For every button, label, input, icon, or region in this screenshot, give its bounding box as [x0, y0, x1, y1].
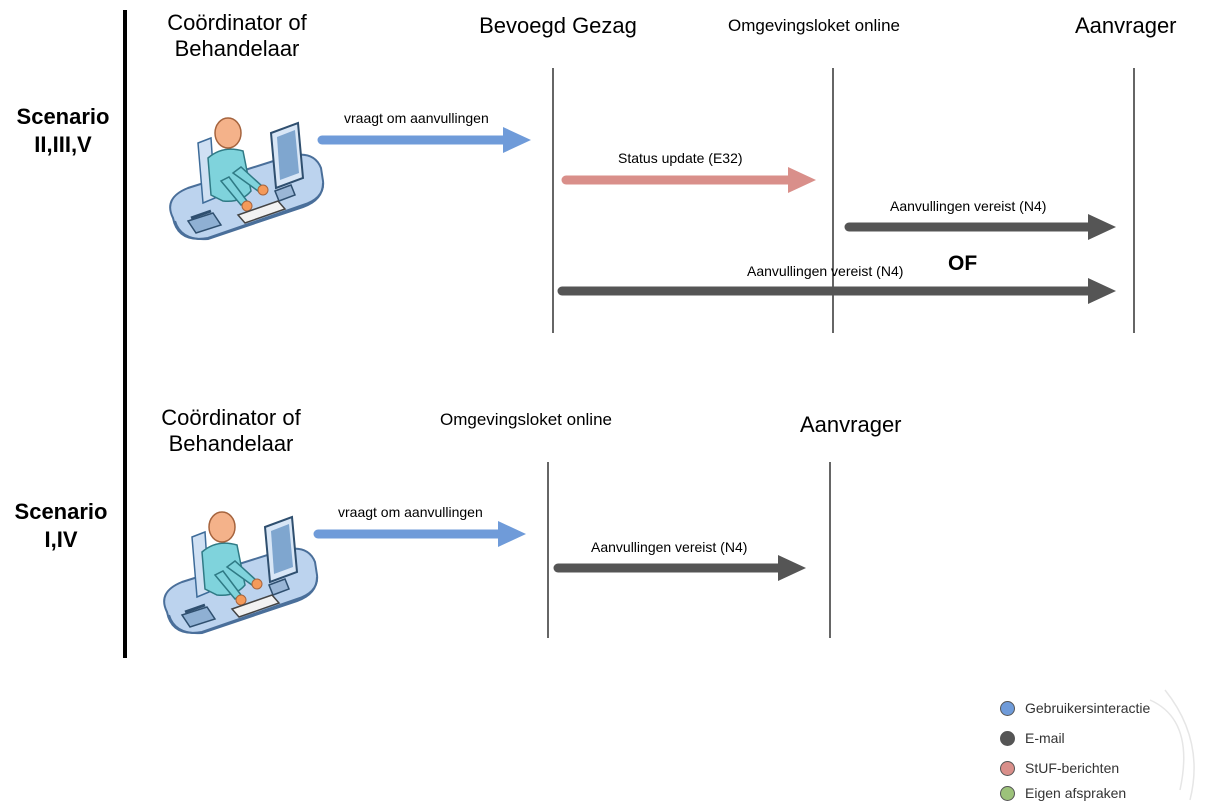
column-header-coordinator: Coördinator of Behandelaar: [147, 10, 327, 62]
circle-icon: [1000, 730, 1015, 746]
column-header-omgevingsloket: Omgevingsloket online: [728, 16, 900, 35]
legend-label: E-mail: [1025, 730, 1065, 746]
arrow-user-interaction-top: [317, 127, 531, 153]
decorative-swirl: [1149, 689, 1195, 801]
circle-icon: [1000, 760, 1015, 776]
legend-item-email: E-mail: [1000, 727, 1065, 749]
legend-item-stuf: StUF-berichten: [1000, 757, 1119, 779]
legend-label: Eigen afspraken: [1025, 785, 1127, 801]
column-header-aanvrager: Aanvrager: [1075, 13, 1177, 38]
column-header-aanvrager-bottom: Aanvrager: [800, 412, 902, 437]
label-aanvullingen-vereist-2: Aanvullingen vereist (N4): [747, 263, 904, 279]
arrow-email-omgevingsloket-aanvrager-bottom: [553, 555, 806, 581]
legend-label: Gebruikersinteractie: [1025, 700, 1151, 716]
column-header-bevoegd-gezag: Bevoegd Gezag: [479, 13, 637, 38]
column-header-coordinator-line1: Coördinator of: [167, 10, 307, 35]
scenario-label-bottom: Scenario I,IV: [2, 498, 120, 554]
label-status-update: Status update (E32): [618, 150, 743, 166]
label-or: OF: [948, 252, 978, 275]
legend-item-eigen-afspraken: Eigen afspraken: [1000, 782, 1126, 804]
circle-icon: [1000, 785, 1015, 801]
arrow-email-omgevingsloket-aanvrager: [844, 214, 1116, 240]
label-vraagt-om-aanvullingen-bottom: vraagt om aanvullingen: [338, 504, 483, 520]
scenario-label-top-line1: Scenario: [16, 104, 110, 129]
scenario-label-bottom-line1: Scenario: [14, 499, 108, 524]
column-header-coordinator-bottom-line2: Behandelaar: [168, 431, 294, 456]
coordinator-worker-icon-bottom: [162, 510, 319, 635]
label-vraagt-om-aanvullingen: vraagt om aanvullingen: [344, 110, 489, 126]
arrow-email-bevoegd-aanvrager: [557, 278, 1116, 304]
arrow-user-interaction-bottom: [313, 521, 526, 547]
legend-label: StUF-berichten: [1025, 760, 1120, 776]
column-header-coordinator-line2: Behandelaar: [174, 36, 300, 61]
column-header-coordinator-bottom: Coördinator of Behandelaar: [141, 405, 321, 457]
label-aanvullingen-vereist-1: Aanvullingen vereist (N4): [890, 198, 1047, 214]
scenario-label-top-line2: II,III,V: [34, 132, 92, 157]
arrow-stuf-status-update: [561, 167, 816, 193]
legend-item-gebruikersinteractie: Gebruikersinteractie: [1000, 697, 1150, 719]
label-aanvullingen-vereist-bottom: Aanvullingen vereist (N4): [591, 539, 748, 555]
scenario-label-top: Scenario II,III,V: [4, 103, 122, 159]
column-header-coordinator-bottom-line1: Coördinator of: [161, 405, 301, 430]
column-header-omgevingsloket-bottom: Omgevingsloket online: [440, 410, 612, 429]
scenario-label-bottom-line2: I,IV: [44, 527, 78, 552]
circle-icon: [1000, 700, 1015, 716]
coordinator-worker-icon: [168, 116, 325, 241]
